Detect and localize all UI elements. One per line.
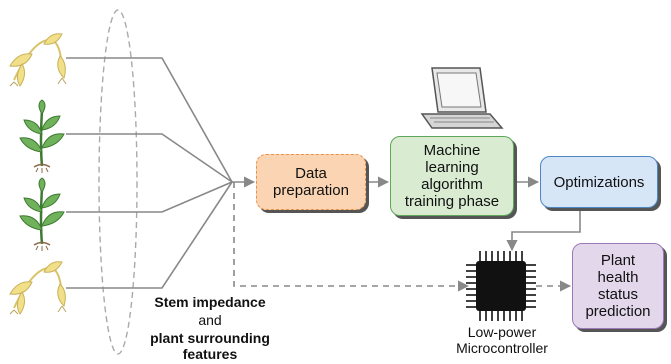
optimizations-box: Optimizations [540, 156, 658, 208]
microcontroller-label: Low-power Microcontroller [456, 324, 548, 356]
laptop-icon [420, 67, 504, 129]
optimizations-label: Optimizations [553, 173, 645, 191]
ml-training-label: Machine learning algorithm training phas… [404, 142, 500, 210]
healthy-plant-icon [18, 176, 66, 253]
and-label: and [198, 312, 222, 328]
wilted-plant-icon [9, 32, 67, 87]
wilted-plant-icon [9, 260, 67, 315]
prediction-box: Plant health status prediction [572, 243, 664, 329]
input-lines [66, 57, 233, 289]
prediction-label: Plant health status prediction [585, 252, 651, 320]
arrow-to-microcontroller [506, 210, 581, 252]
data-preparation-label: Data preparation [273, 165, 349, 199]
stem-impedance-label: Stem impedance [154, 294, 266, 310]
input-group-ellipse [98, 9, 138, 355]
plant-features-label: plant surrounding features [150, 330, 270, 362]
microcontroller-chip-icon [466, 251, 536, 321]
data-preparation-box: Data preparation [256, 154, 366, 210]
healthy-plant-icon [18, 98, 66, 175]
ml-training-box: Machine learning algorithm training phas… [390, 136, 514, 216]
dashed-arrow-to-microcontroller [233, 182, 470, 292]
